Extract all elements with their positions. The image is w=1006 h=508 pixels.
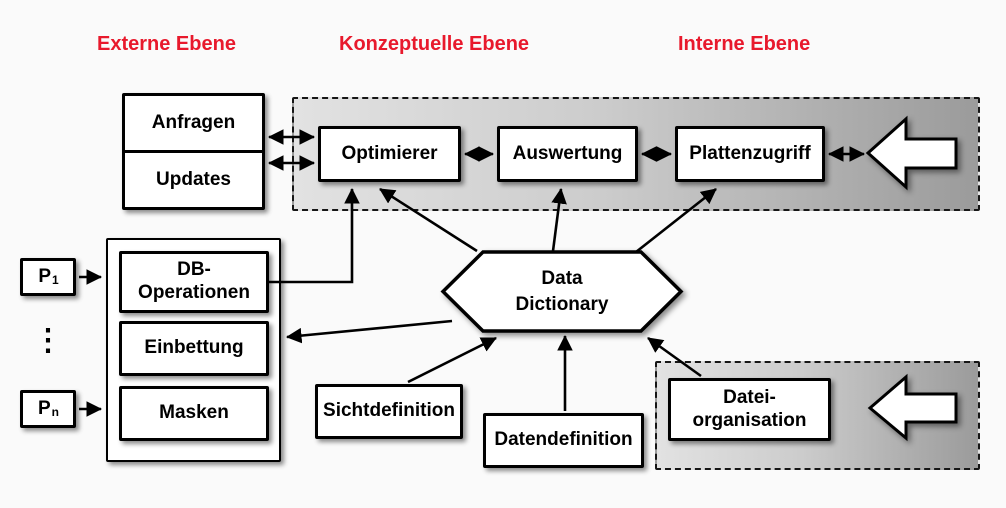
- arrow-sichtdefinition-dictionary: [407, 336, 497, 384]
- data-dictionary-label: Data Dictionary: [443, 252, 681, 331]
- sichtdefinition-label: Sichtdefinition: [323, 400, 455, 422]
- datei-organisation-box: Datei- organisation: [668, 378, 831, 441]
- arrow-dboperationen-optimierer: [269, 187, 360, 284]
- datei-organisation-line1: Datei-: [723, 386, 776, 408]
- auswertung-box: Auswertung: [497, 126, 638, 182]
- data-dictionary-line2: Dictionary: [515, 293, 609, 315]
- pn-label: P: [37, 397, 51, 419]
- datei-organisation-line2: organisation: [692, 409, 807, 431]
- pn-subscript: n: [51, 404, 60, 419]
- header-interne-ebene: Interne Ebene: [678, 33, 811, 55]
- masken-label: Masken: [159, 402, 229, 424]
- data-dictionary-hexagon: [440, 250, 684, 333]
- arrow-dateiorganisation-dictionary: [647, 336, 702, 378]
- header-externe-ebene: Externe Ebene: [97, 33, 236, 55]
- plattenzugriff-label: Plattenzugriff: [689, 142, 811, 164]
- header-konzeptuelle-ebene: Konzeptuelle Ebene: [339, 33, 530, 55]
- vertical-ellipsis: ⋮: [33, 323, 63, 357]
- db-operationen-box: DB- Operationen: [119, 251, 269, 313]
- einbettung-box: Einbettung: [119, 321, 269, 376]
- plattenzugriff-box: Plattenzugriff: [675, 126, 825, 182]
- masken-box: Masken: [119, 386, 269, 441]
- data-dictionary-line1: Data: [541, 267, 583, 289]
- sichtdefinition-box: Sichtdefinition: [315, 384, 463, 439]
- arrow-dictionary-auswertung: [551, 187, 567, 252]
- big-left-arrow-top: [865, 115, 958, 191]
- arrow-dictionary-plattenzugriff: [635, 187, 717, 254]
- datendefinition-label: Datendefinition: [494, 429, 633, 451]
- arrow-dictionary-programs: [285, 319, 453, 344]
- auswertung-label: Auswertung: [512, 142, 623, 164]
- db-operationen-line1: DB-: [177, 259, 211, 281]
- anfragen-updates-box: Anfragen Updates: [122, 93, 265, 210]
- p1-subscript: 1: [52, 272, 59, 287]
- arrow-dictionary-optimierer: [379, 187, 478, 253]
- optimierer-label: Optimierer: [341, 142, 438, 164]
- optimierer-box: Optimierer: [318, 126, 461, 182]
- datendefinition-box: Datendefinition: [483, 413, 644, 468]
- anfragen-label: Anfragen: [151, 111, 236, 133]
- big-left-arrow-bottom: [867, 373, 958, 442]
- p1-label: P: [38, 265, 51, 287]
- updates-label: Updates: [125, 150, 262, 207]
- einbettung-label: Einbettung: [144, 337, 244, 359]
- db-operationen-line2: Operationen: [138, 282, 250, 303]
